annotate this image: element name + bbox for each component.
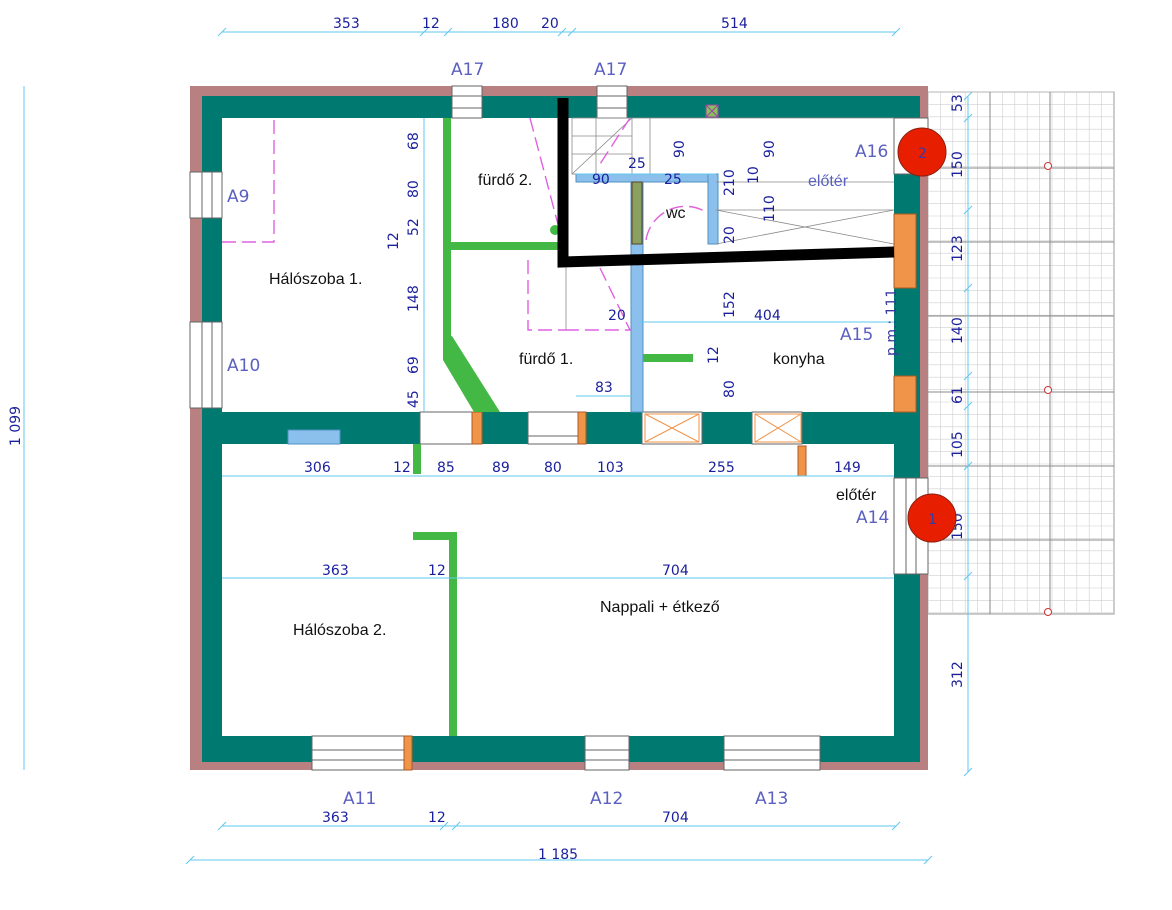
window-label-a12: A12	[590, 789, 623, 809]
room-label-halo2: Hálószoba 2.	[293, 622, 386, 639]
room-labels: Hálószoba 1. Hálószoba 2. fürdő 2. fürdő…	[269, 172, 877, 639]
top-dimensions: 353 12 180 20 514	[333, 16, 748, 32]
dim-li-148: 148	[406, 285, 422, 312]
dim-mid-255: 255	[708, 460, 735, 476]
room-label-furdo1: fürdő 1.	[519, 351, 573, 368]
dim-st-25b: 25	[664, 172, 682, 188]
dim-st-90c: 90	[592, 172, 610, 188]
parapet-note: p.m.: 111	[884, 289, 900, 356]
dim-total-width: 1 185	[538, 847, 578, 863]
dim-st-20a: 20	[722, 226, 738, 244]
window-label-a16: A16	[855, 142, 888, 162]
room-label-eloter-bottom: előtér	[836, 487, 877, 504]
dim-st-10: 10	[746, 166, 762, 184]
dim-st-20b: 20	[608, 308, 626, 324]
dim-mid-85: 85	[437, 460, 455, 476]
dim-li-12: 12	[386, 232, 402, 250]
dim-right-312: 312	[950, 661, 966, 688]
dim-li-80: 80	[406, 180, 422, 198]
dim-st-152: 152	[722, 291, 738, 318]
room-label-konyha: konyha	[773, 351, 825, 368]
terrace-grid	[927, 91, 1115, 616]
dim-li-52: 52	[406, 218, 422, 236]
dim-st-25a: 25	[628, 156, 646, 172]
dim-right-53: 53	[950, 94, 966, 112]
dim-bottom-12: 12	[428, 810, 446, 826]
dim-bottom-704: 704	[662, 810, 689, 826]
partition-walls	[413, 118, 693, 736]
dimension-lines	[23, 31, 969, 861]
window-label-a15: A15	[840, 325, 873, 345]
entry-marker-1-label: 1	[928, 512, 937, 528]
dim-li-69: 69	[406, 356, 422, 374]
window-label-a13: A13	[755, 789, 788, 809]
openings	[189, 85, 929, 771]
dim-right-61: 61	[950, 386, 966, 404]
stair-outline	[565, 117, 895, 330]
window-label-a10: A10	[227, 356, 260, 376]
dim-st-83: 83	[595, 380, 613, 396]
window-label-a14: A14	[856, 508, 889, 528]
dim-st-90a: 90	[672, 140, 688, 158]
dim-st-110: 110	[762, 195, 778, 222]
entry-marker-1	[907, 493, 957, 543]
dim-right-150: 150	[950, 151, 966, 178]
dim-right-105: 105	[950, 431, 966, 458]
dim-inner-12: 12	[428, 563, 446, 579]
dim-mid-89: 89	[492, 460, 510, 476]
dim-li-45: 45	[406, 390, 422, 408]
dim-bottom-363: 363	[322, 810, 349, 826]
dim-mid-12: 12	[393, 460, 411, 476]
room-label-furdo2: fürdő 2.	[478, 172, 532, 189]
dim-st-12: 12	[706, 346, 722, 364]
room-label-eloter-top: előtér	[808, 173, 849, 190]
sliding-door-marks	[644, 215, 915, 443]
dim-top-180: 180	[492, 16, 519, 32]
dim-st-404: 404	[754, 308, 781, 324]
window-label-a9: A9	[227, 187, 249, 207]
dim-top-514: 514	[721, 16, 748, 32]
window-labels: A17 A17 A9 A10 A16 A15 A14 A11 A12 A13 p…	[227, 60, 900, 809]
room-label-wc: wc	[665, 205, 686, 222]
window-label-a11: A11	[343, 789, 376, 809]
entry-markers: 2 1	[897, 127, 957, 543]
window-label-a17-left: A17	[451, 60, 484, 80]
mid-row-dimensions: 306 12 85 89 80 103 255 149	[304, 460, 861, 476]
window-label-a17-right: A17	[594, 60, 627, 80]
dim-top-12: 12	[422, 16, 440, 32]
room-label-nappali: Nappali + étkező	[600, 599, 720, 616]
dim-st-90b: 90	[762, 140, 778, 158]
dim-mid-306: 306	[304, 460, 331, 476]
dim-mid-103: 103	[597, 460, 624, 476]
left-inner-dimensions: 68 80 52 12 148 69 45	[386, 132, 422, 408]
dim-right-123: 123	[950, 235, 966, 262]
furniture-dashes	[222, 117, 707, 331]
new-wall-line	[557, 98, 895, 268]
dim-inner-704: 704	[662, 563, 689, 579]
stair-dimensions: 90 90 25 90 25 210 10 110 20 152 404 20 …	[592, 140, 781, 398]
dim-li-68: 68	[406, 132, 422, 150]
bottom-dimensions: 363 12 704 1 185 1 099	[8, 406, 689, 863]
dim-mid-80: 80	[544, 460, 562, 476]
room-label-halo1: Hálószoba 1.	[269, 271, 362, 288]
entry-marker-2	[897, 127, 947, 177]
dim-total-height: 1 099	[8, 406, 24, 446]
inner-row-dimensions: 363 12 704	[322, 563, 689, 579]
dim-inner-363: 363	[322, 563, 349, 579]
dim-st-80: 80	[722, 380, 738, 398]
wc-partition	[631, 181, 643, 245]
dim-top-353: 353	[333, 16, 360, 32]
dim-mid-149: 149	[834, 460, 861, 476]
entry-marker-2-label: 2	[918, 146, 927, 162]
dim-top-20: 20	[541, 16, 559, 32]
dim-right-140: 140	[950, 317, 966, 344]
dim-st-210: 210	[722, 169, 738, 196]
